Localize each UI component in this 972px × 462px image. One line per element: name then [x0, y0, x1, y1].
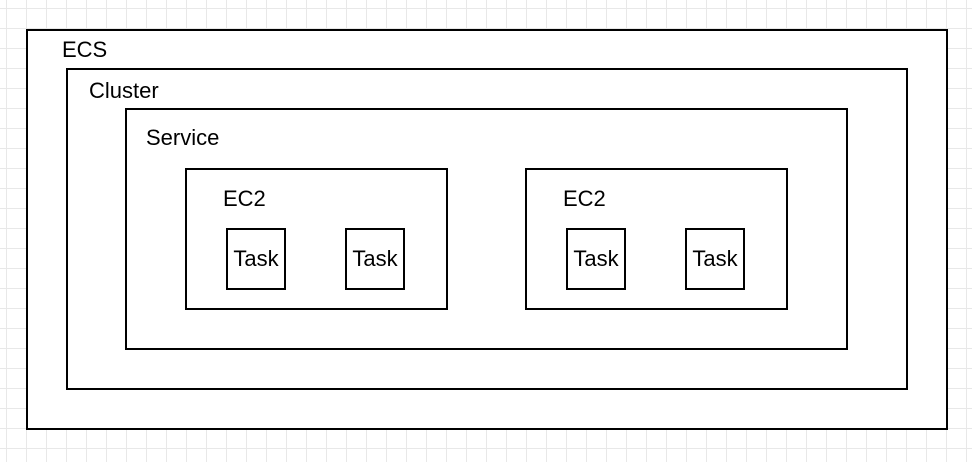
task-box-1-2: Task — [345, 228, 405, 290]
ecs-label: ECS — [62, 37, 108, 62]
task-box-2-1: Task — [566, 228, 626, 290]
ec2-label-2: EC2 — [563, 186, 606, 211]
task-label: Task — [692, 246, 738, 271]
task-label: Task — [352, 246, 398, 271]
cluster-label: Cluster — [89, 78, 159, 103]
task-box-2-2: Task — [685, 228, 745, 290]
service-label: Service — [146, 125, 220, 150]
task-label: Task — [573, 246, 619, 271]
task-label: Task — [233, 246, 279, 271]
task-box-1-1: Task — [226, 228, 286, 290]
ec2-label-1: EC2 — [223, 186, 266, 211]
